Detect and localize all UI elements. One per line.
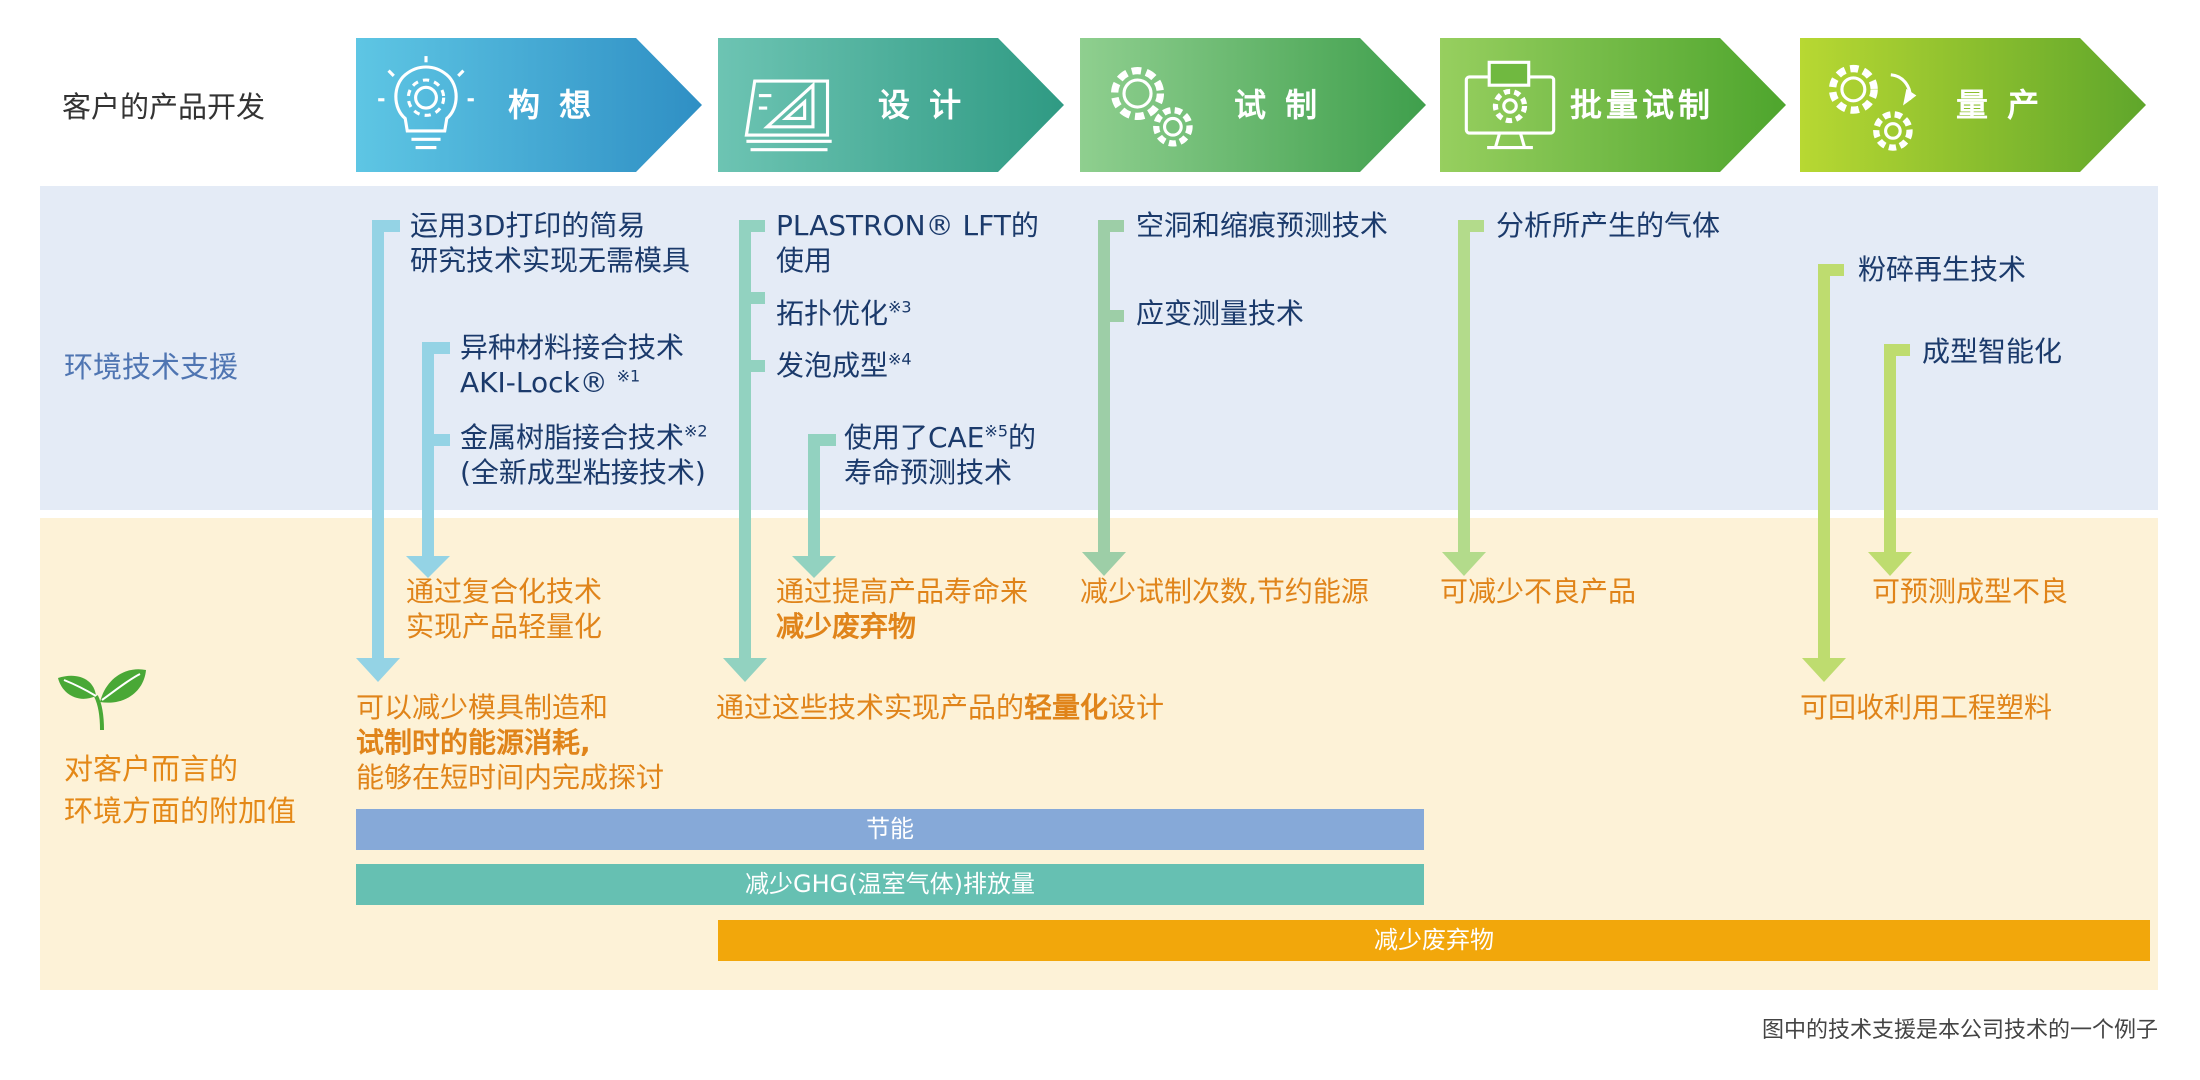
tech-aki-lock-line1: 异种材料接合技术 — [460, 331, 685, 364]
value-lightweight-design: 通过这些技术实现产品的轻量化设计 — [716, 690, 1164, 725]
tech-gas-analysis: 分析所产生的气体 — [1496, 209, 1721, 242]
arrow-batch — [1458, 220, 1484, 556]
leaf-icon — [56, 664, 148, 736]
stage-prototype-chevron — [1080, 38, 1426, 172]
tech-cae-line2: 寿命预测技术 — [844, 456, 1013, 489]
outcome-predict-defects: 可预测成型不良 — [1872, 575, 2069, 608]
value-energy-line1: 可以减少模具制造和 — [356, 691, 609, 724]
tech-cae-line1: 使用了CAE — [844, 421, 985, 454]
row-label-customer-value: 对客户而言的 环境方面的附加值 — [64, 748, 296, 832]
arrow-concept-main — [372, 220, 400, 662]
stage-concept: 构 想 — [356, 38, 702, 172]
tech-metal-resin-bonding: 金属树脂接合技术※2 (全新成型粘接技术) — [460, 420, 708, 490]
arrowhead-mass-main — [1802, 658, 1846, 682]
stage-prototype: 试 制 — [1080, 38, 1426, 172]
tech-3d-printing: 运用3D打印的简易 研究技术实现无需模具 — [410, 208, 690, 278]
drafting-ruler-icon — [744, 79, 832, 152]
stage-mass-production-chevron — [1800, 38, 2146, 172]
value-recyclable-plastics: 可回收利用工程塑料 — [1800, 691, 2053, 724]
outcome-waste-line2: 减少废弃物 — [776, 610, 917, 643]
arrowhead-concept-sub — [406, 556, 450, 578]
arrow-design-sub — [808, 434, 836, 560]
bar-energy-saving: 节能 — [356, 809, 1424, 850]
arrowhead-mass-sub — [1868, 552, 1912, 576]
footnote: 图中的技术支援是本公司技术的一个例子 — [1761, 1018, 2158, 1043]
tech-aki-lock-line2: AKI-Lock® — [460, 366, 608, 399]
lightbulb-gear-icon — [378, 56, 474, 150]
tech-3d-printing-line1: 运用3D打印的简易 — [410, 209, 646, 242]
arrow-prototype — [1098, 220, 1124, 556]
arrowhead-concept-main — [356, 658, 400, 682]
tech-metal-resin-line2: (全新成型粘接技术) — [460, 456, 706, 489]
tech-foam-molding: 发泡成型※4 — [776, 348, 912, 383]
footnote-mark-5: ※5 — [984, 421, 1008, 441]
value-energy-line2: 试制时的能源消耗, — [356, 726, 591, 759]
bar-waste-reduction: 减少废弃物 — [718, 920, 2150, 961]
footnote-mark-2: ※2 — [684, 421, 708, 441]
value-lightweight-pre: 通过这些技术实现产品的 — [716, 691, 1025, 724]
value-lightweight-post: 设计 — [1108, 691, 1165, 724]
tech-cae-line1-suffix: 的 — [1008, 421, 1037, 454]
tech-cae-life-prediction: 使用了CAE※5的 寿命预测技术 — [844, 420, 1036, 490]
tech-smart-molding: 成型智能化 — [1922, 335, 2063, 368]
arrow-mass-sub — [1884, 344, 1910, 556]
row-label-env-support: 环境技术支援 — [64, 350, 239, 384]
tech-foam-label: 发泡成型 — [776, 349, 889, 382]
footnote-mark-3: ※3 — [888, 297, 912, 317]
tech-plastron-line1: PLASTRON® LFT的 — [776, 209, 1039, 242]
value-energy-line3: 能够在短时间内完成探讨 — [356, 761, 665, 794]
stage-prototype-label: 试 制 — [1234, 86, 1322, 124]
customer-value-band — [40, 518, 2158, 990]
value-lightweight-bold: 轻量化 — [1024, 691, 1109, 724]
tech-void-sink-prediction: 空洞和缩痕预测技术 — [1136, 209, 1389, 242]
tech-topology-label: 拓扑优化 — [776, 297, 889, 330]
outcome-reduce-waste: 通过提高产品寿命来 减少废弃物 — [776, 574, 1028, 644]
bar-ghg-reduction: 减少GHG(温室气体)排放量 — [356, 864, 1424, 905]
arrowhead-batch — [1442, 552, 1486, 576]
tech-topology-optimization: 拓扑优化※3 — [776, 296, 912, 331]
tech-3d-printing-line2: 研究技术实现无需模具 — [410, 244, 691, 277]
stage-batch-prototype-label: 批量试制 — [1570, 86, 1715, 124]
outcome-composite-line2: 实现产品轻量化 — [406, 610, 603, 643]
footnote-mark-4: ※4 — [888, 349, 912, 369]
tech-plastron-lft: PLASTRON® LFT的 使用 — [776, 208, 1039, 278]
tech-metal-resin-line1: 金属树脂接合技术 — [460, 421, 685, 454]
tech-strain-measurement: 应变测量技术 — [1136, 297, 1305, 330]
tech-crush-recycle: 粉碎再生技术 — [1858, 253, 2027, 286]
gears-cycle-icon — [1828, 64, 1917, 151]
outcome-lightweight-composite: 通过复合化技术 实现产品轻量化 — [406, 574, 602, 644]
arrowhead-prototype — [1082, 552, 1126, 576]
outcome-waste-line1: 通过提高产品寿命来 — [776, 575, 1029, 608]
stage-design-chevron — [718, 38, 1064, 172]
stage-design-label: 设 计 — [878, 86, 966, 124]
arrow-design-main — [739, 220, 765, 662]
gears-icon — [1111, 67, 1193, 147]
arrowhead-design-sub — [792, 556, 836, 578]
tech-aki-lock: 异种材料接合技术 AKI-Lock® ※1 — [460, 330, 684, 400]
stage-batch-prototype: 批量试制 — [1440, 38, 1786, 172]
arrow-concept-sub — [422, 342, 450, 560]
arrowhead-design-main — [723, 658, 767, 682]
value-energy-saving: 可以减少模具制造和 试制时的能源消耗, 能够在短时间内完成探讨 — [356, 690, 664, 795]
stage-concept-label: 构 想 — [508, 86, 596, 124]
arrow-mass-main — [1818, 264, 1844, 662]
customer-value-line2: 环境方面的附加值 — [64, 794, 297, 828]
outcome-fewer-defects: 可减少不良产品 — [1440, 575, 1637, 608]
outcome-composite-line1: 通过复合化技术 — [406, 575, 603, 608]
customer-value-line1: 对客户而言的 — [64, 752, 239, 786]
footnote-mark-1: ※1 — [616, 366, 641, 386]
stage-design: 设 计 — [718, 38, 1064, 172]
stage-mass-production-label: 量 产 — [1956, 86, 2044, 124]
stage-mass-production: 量 产 — [1800, 38, 2146, 172]
tech-plastron-line2: 使用 — [776, 244, 833, 277]
monitor-gear-icon — [1464, 60, 1556, 150]
row-label-product-dev: 客户的产品开发 — [62, 90, 266, 124]
outcome-fewer-prototypes: 减少试制次数,节约能源 — [1080, 575, 1369, 608]
